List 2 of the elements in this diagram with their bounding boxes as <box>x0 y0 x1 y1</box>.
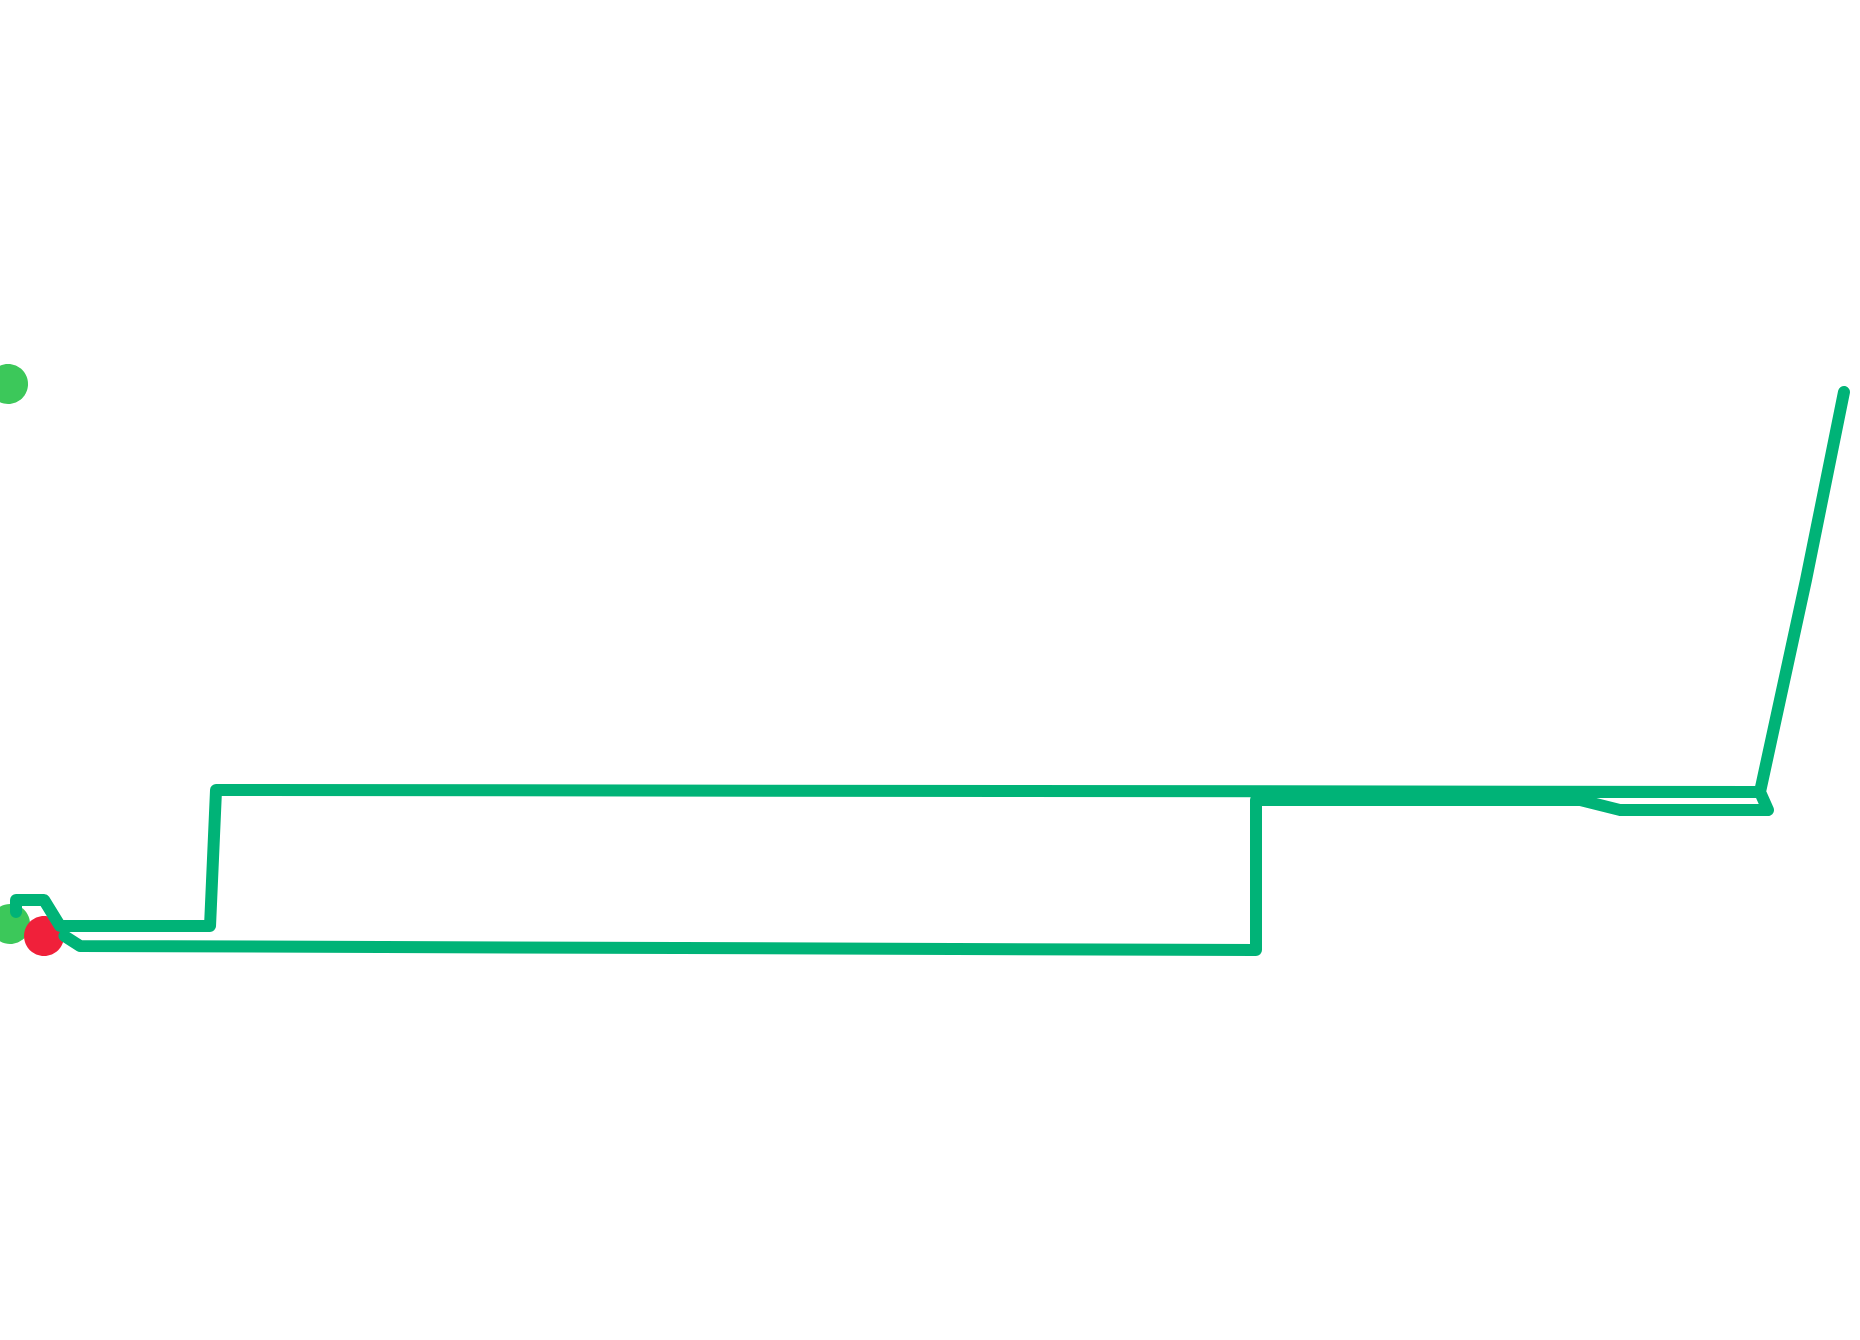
location-dot <box>24 916 64 956</box>
route-line <box>10 386 1850 956</box>
